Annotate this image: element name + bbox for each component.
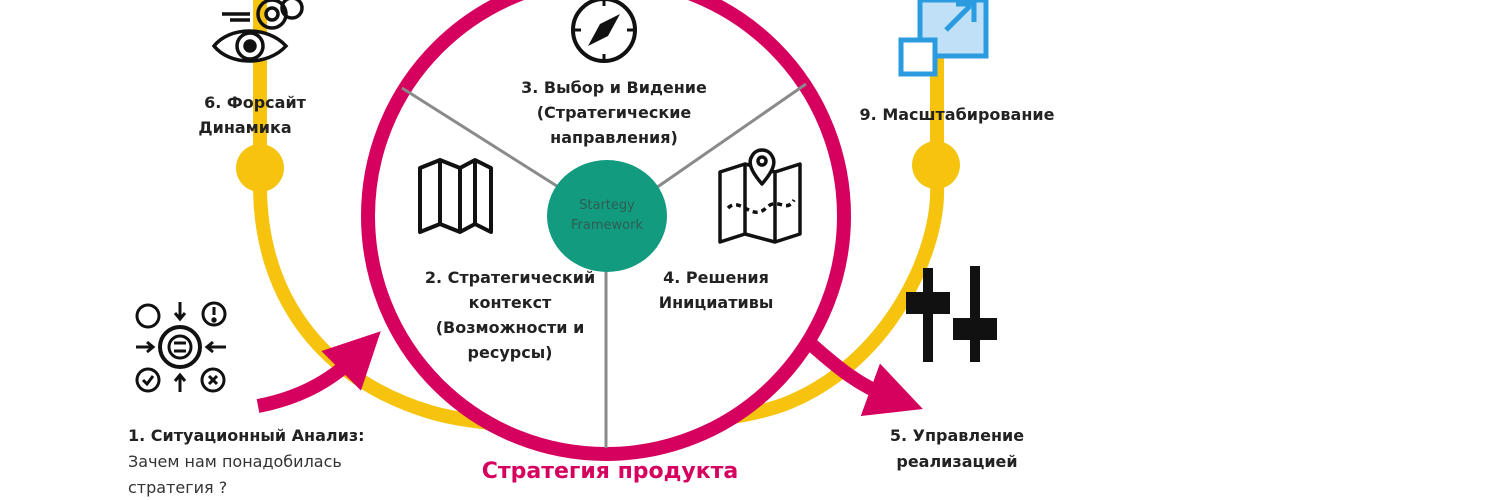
eye-gears-icon [211,0,304,63]
svg-text:реализацией: реализацией [896,452,1017,471]
foresight-label: 6. Форсайт Динамика [198,93,306,137]
diagram-title: Стратегия продукта [482,459,739,484]
arrow-in [256,331,381,413]
svg-text:Динамика: Динамика [198,118,291,137]
segment-choice-label: 3. Выбор и Видение (Стратегические напра… [521,78,707,147]
arrow-out [807,339,923,417]
center-label-line2: Framework [571,218,643,233]
svg-text:5. Управление: 5. Управление [890,426,1024,445]
svg-text:контекст: контекст [469,293,552,312]
analysis-label: 1. Ситуационный Анализ: Зачем нам понадо… [128,426,365,497]
svg-text:3. Выбор и Видение: 3. Выбор и Видение [521,78,707,97]
center-label-line1: Startegy [579,198,635,213]
management-label: 5. Управление реализацией [890,426,1024,471]
sliders-icon [906,266,997,362]
scaling-label: 9. Масштабирование [860,105,1055,124]
analysis-gear-icon [135,301,227,393]
svg-text:стратегия ?: стратегия ? [128,478,227,497]
svg-text:(Возможности и: (Возможности и [436,318,585,337]
svg-text:направления): направления) [550,128,678,147]
segment-decisions-label: 4. Решения Инициативы [659,268,774,312]
svg-text:Инициативы: Инициативы [659,293,774,312]
svg-text:(Стратегические: (Стратегические [537,103,692,122]
yellow-node-left [236,144,284,192]
compass-icon [571,0,637,63]
yellow-node-right [912,141,960,189]
map-pin-icon [718,148,802,244]
center-circle [547,160,667,272]
spoke-top-left [401,86,561,190]
scale-expand-icon [898,0,989,77]
svg-text:4. Решения: 4. Решения [663,268,769,287]
svg-text:Зачем нам понадобилась: Зачем нам понадобилась [128,452,342,471]
segment-context-label: 2. Стратегический контекст (Возможности … [425,268,595,362]
spoke-top-right [655,82,807,190]
svg-text:1. Ситуационный Анализ:: 1. Ситуационный Анализ: [128,426,365,445]
svg-text:6. Форсайт: 6. Форсайт [204,93,307,112]
svg-text:2. Стратегический: 2. Стратегический [425,268,595,287]
folded-map-icon [418,158,493,234]
svg-text:ресурсы): ресурсы) [468,343,553,362]
